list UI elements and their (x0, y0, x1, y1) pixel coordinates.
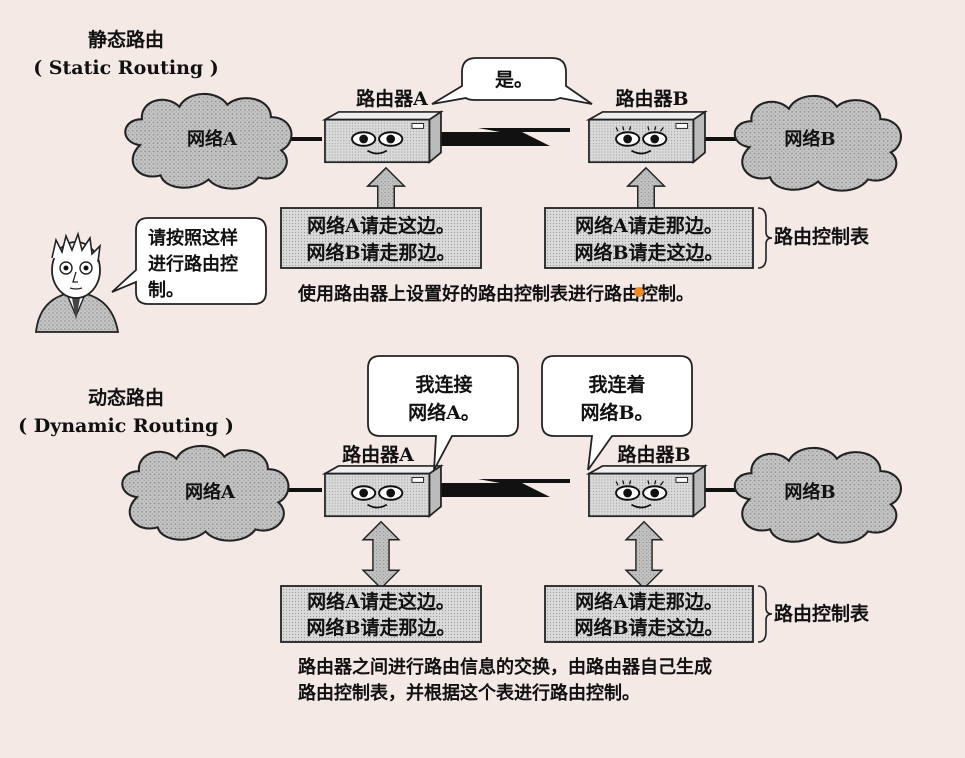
double-arrow-icon (362, 520, 400, 590)
table-label: 路由控制表 (774, 225, 870, 248)
table-b-line-1: 网络A请走那边。 (575, 590, 723, 613)
network-b-label: 网络B (784, 481, 835, 503)
admin-person-icon (34, 231, 120, 333)
reply-bubble (431, 57, 593, 105)
table-label: 路由控制表 (774, 602, 870, 625)
admin-bubble (111, 217, 267, 305)
router-b-label: 路由器B (615, 87, 688, 110)
double-arrow-icon (625, 520, 663, 590)
router-a-bubble-line-2: 网络A。 (408, 401, 480, 424)
up-arrow-icon (366, 167, 406, 209)
router-a-bubble (367, 355, 519, 471)
dynamic-title: 动态路由 (88, 386, 164, 409)
admin-bubble-line-2: 进行路由控 (148, 253, 238, 275)
dynamic-subtitle: ( Dynamic Routing ) (18, 415, 234, 437)
router-b-bubble-line-1: 我连着 (588, 373, 645, 396)
marker-dot (634, 287, 644, 297)
reply-text: 是。 (495, 69, 533, 91)
routing-table-a (280, 207, 482, 269)
table-a-line-1: 网络A请走这边。 (307, 214, 455, 237)
admin-bubble-line-3: 制。 (148, 280, 184, 301)
network-a-label: 网络A (185, 481, 236, 503)
router-b-bubble (541, 355, 693, 471)
router-icon (589, 466, 705, 516)
table-b-line-2: 网络B请走这边。 (574, 241, 723, 264)
lightning-link-icon (440, 128, 570, 146)
table-a-line-2: 网络B请走那边。 (306, 616, 455, 639)
table-b-line-2: 网络B请走这边。 (574, 616, 723, 639)
table-b-line-1: 网络A请走那边。 (575, 214, 723, 237)
dynamic-caption-line-1: 路由器之间进行路由信息的交换，由路由器自己生成 (298, 656, 712, 678)
static-routing-section: 静态路由 ( Static Routing ) 网络A 网络B 路由器A 路由器… (33, 28, 903, 333)
router-b-label: 路由器B (617, 443, 690, 466)
router-a-bubble-line-1: 我连接 (415, 373, 472, 396)
dynamic-caption-line-2: 路由控制表，并根据这个表进行路由控制。 (298, 682, 640, 704)
routing-table-b (544, 207, 754, 269)
network-a-label: 网络A (187, 128, 238, 150)
static-caption: 使用路由器上设置好的路由控制表进行路由控制。 (297, 283, 694, 305)
router-icon (589, 112, 705, 162)
routing-table-b (544, 585, 754, 643)
table-a-line-1: 网络A请走这边。 (307, 590, 455, 613)
router-a-label: 路由器A (356, 87, 428, 110)
dynamic-routing-section: 动态路由 ( Dynamic Routing ) 网络A 网络B 路由器A 路由… (18, 355, 903, 704)
network-b-label: 网络B (784, 128, 835, 150)
up-arrow-icon (626, 167, 666, 209)
lightning-link-icon (440, 479, 570, 497)
router-a-label: 路由器A (342, 443, 414, 466)
router-b-bubble-line-2: 网络B。 (580, 401, 653, 424)
admin-bubble-line-1: 请按照这样 (148, 227, 238, 249)
routing-table-a (280, 585, 482, 643)
table-a-line-2: 网络B请走那边。 (306, 241, 455, 264)
static-title: 静态路由 (88, 28, 164, 51)
router-icon (323, 110, 442, 164)
table-brace (757, 207, 773, 269)
router-icon (323, 464, 442, 518)
static-subtitle: ( Static Routing ) (33, 57, 219, 79)
table-brace (757, 585, 773, 643)
